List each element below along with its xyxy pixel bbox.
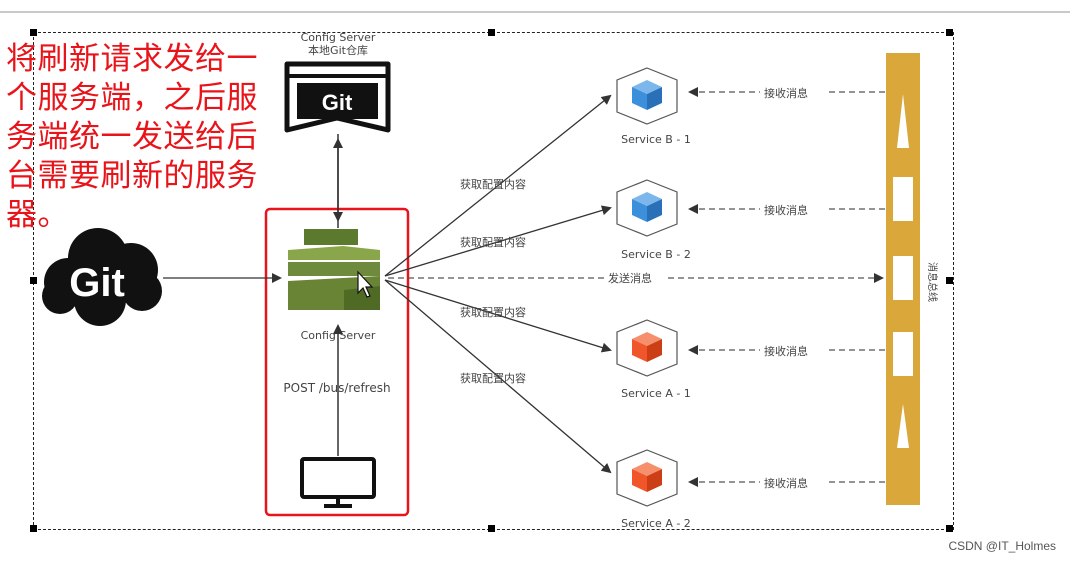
note-line: 将刷新请求发给一 <box>6 41 258 77</box>
repo-git-label: Git <box>322 90 353 115</box>
cube-right <box>647 469 662 492</box>
git-cloud-icon: Git <box>42 228 162 326</box>
highlight-box <box>264 207 410 517</box>
edge-send: 发送消息 <box>608 271 652 285</box>
cube-left <box>632 339 647 362</box>
resize-handle-tr[interactable] <box>946 29 953 36</box>
watermark: CSDN @IT_Holmes <box>948 539 1056 553</box>
service-a2-label: Service A - 2 <box>621 517 691 530</box>
service-a1-label: Service A - 1 <box>621 387 691 400</box>
edge-recv-a2: 接收消息 <box>764 476 808 490</box>
repo-title-line2: 本地Git仓库 <box>308 43 368 57</box>
post-refresh-label: POST /bus/refresh <box>283 381 390 395</box>
cursor-icon <box>357 270 374 298</box>
resize-handle-bl[interactable] <box>30 525 37 532</box>
edge-recv-b1: 接收消息 <box>764 86 808 100</box>
git-repo-icon: Git <box>284 61 391 133</box>
annotation-note: 将刷新请求发给一 个服务端，之后服 务端统一发送给后 台需要刷新的服务器。 <box>6 40 296 235</box>
top-divider <box>0 11 1070 13</box>
service-a1: Service A - 1 <box>616 319 691 400</box>
edge-fetch-a1: 获取配置内容 <box>460 305 526 319</box>
edge-fetch-b1: 获取配置内容 <box>460 177 526 191</box>
resize-handle-tl[interactable] <box>30 29 37 36</box>
service-b1: Service B - 1 <box>616 67 691 146</box>
cube-right <box>647 87 662 110</box>
note-line: 务端统一发送给后 <box>6 119 258 155</box>
config-server-icon <box>288 229 380 310</box>
bus-label: 消息总线 <box>926 262 939 302</box>
cube-left <box>632 87 647 110</box>
repo-title-line1: Config Server <box>301 31 376 44</box>
resize-handle-ml[interactable] <box>30 277 37 284</box>
resize-handle-mr[interactable] <box>946 277 953 284</box>
note-line: 个服务端，之后服 <box>6 80 258 116</box>
edge-recv-a1: 接收消息 <box>764 344 808 358</box>
resize-handle-tm[interactable] <box>488 29 495 36</box>
message-bus <box>886 53 920 505</box>
service-b2: Service B - 2 <box>616 179 691 261</box>
edge-recv-b2: 接收消息 <box>764 203 808 217</box>
cube-left <box>632 199 647 222</box>
resize-handle-bm[interactable] <box>488 525 495 532</box>
service-a2: Service A - 2 <box>616 449 691 530</box>
edge-fetch-a2: 获取配置内容 <box>460 371 526 385</box>
cube-right <box>647 339 662 362</box>
remote-git-label: Git <box>69 261 125 305</box>
service-b1-label: Service B - 1 <box>621 133 691 146</box>
monitor-icon <box>300 457 376 508</box>
note-line: 台需要刷新的服务器。 <box>6 158 258 233</box>
resize-handle-br[interactable] <box>946 525 953 532</box>
cube-left <box>632 469 647 492</box>
service-b2-label: Service B - 2 <box>621 248 691 261</box>
edge-fetch-b2: 获取配置内容 <box>460 235 526 249</box>
cube-right <box>647 199 662 222</box>
